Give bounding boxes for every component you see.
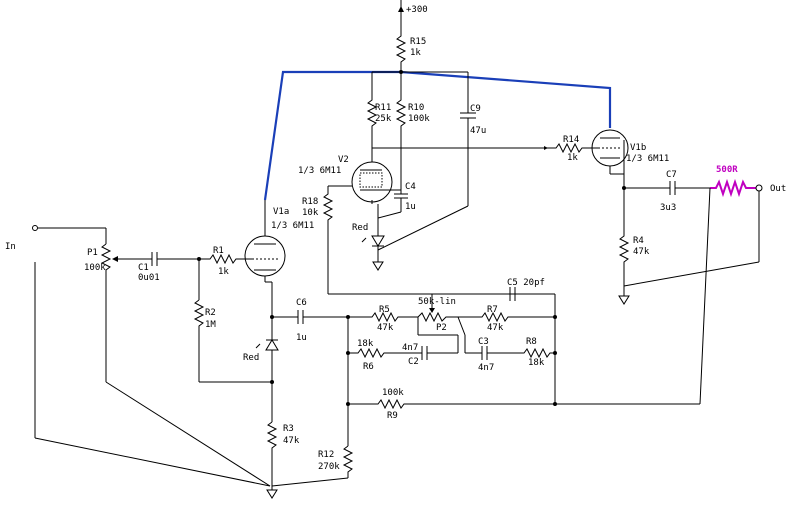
r12-resistor: R12 270k <box>271 445 354 487</box>
svg-text:R8: R8 <box>526 337 537 347</box>
svg-text:R12: R12 <box>318 450 334 460</box>
c4-capacitor: C4 1u <box>377 182 416 219</box>
c7-capacitor: C7 3u3 <box>624 170 710 213</box>
svg-text:R1: R1 <box>213 246 224 256</box>
svg-text:V2: V2 <box>338 155 349 165</box>
r15-resistor: R15 1k <box>395 32 426 72</box>
svg-text:C7: C7 <box>666 170 677 180</box>
p2-potentiometer: 50k-lin P2 <box>417 294 458 333</box>
p1-potentiometer: P1 100k <box>84 228 152 382</box>
svg-text:1M: 1M <box>205 320 216 330</box>
svg-text:47k: 47k <box>487 323 504 333</box>
r3-resistor: R3 47k <box>266 421 300 486</box>
svg-text:1u: 1u <box>296 333 307 343</box>
r9-resistor: 100k R9 <box>348 388 555 421</box>
r7-resistor: R7 47k <box>458 305 555 333</box>
svg-text:1k: 1k <box>218 267 229 277</box>
svg-text:18k: 18k <box>528 358 545 368</box>
out-terminal: Out <box>755 184 786 194</box>
r11-resistor: R11 25k <box>366 96 392 148</box>
r18-resistor: R18 10k <box>302 185 352 294</box>
output-resistor-500r: 500R <box>710 165 756 198</box>
svg-text:1k: 1k <box>567 153 578 163</box>
svg-text:500R: 500R <box>716 165 738 175</box>
c9-capacitor: C9 47u <box>460 96 486 206</box>
c5-capacitor: C5 20pf <box>507 278 545 301</box>
svg-text:P2: P2 <box>436 323 447 333</box>
svg-text:4n7: 4n7 <box>478 363 494 373</box>
v1a-tube: V1a 1/3 6M11 <box>244 200 314 283</box>
svg-text:V1b: V1b <box>630 143 646 153</box>
in-terminal: In <box>5 225 38 252</box>
svg-text:R5: R5 <box>379 305 390 315</box>
r5-resistor: R5 47k <box>348 305 418 333</box>
svg-text:C6: C6 <box>296 298 307 308</box>
svg-text:R18: R18 <box>302 197 318 207</box>
svg-text:C2: C2 <box>408 357 419 367</box>
svg-text:47k: 47k <box>633 247 650 257</box>
r1-resistor: R1 1k <box>204 246 248 277</box>
ground-main <box>266 486 278 499</box>
svg-text:C9: C9 <box>470 104 481 114</box>
svg-text:50k-lin: 50k-lin <box>418 297 456 307</box>
svg-text:R7: R7 <box>487 305 498 315</box>
svg-text:47k: 47k <box>283 436 300 446</box>
svg-text:R10: R10 <box>408 103 424 113</box>
r10-resistor: R10 100k <box>395 72 430 184</box>
svg-text:R4: R4 <box>633 236 644 246</box>
svg-text:C3: C3 <box>478 337 489 347</box>
svg-text:25k: 25k <box>375 114 392 124</box>
c2-capacitor: 4n7 C2 <box>402 343 458 367</box>
svg-text:100k: 100k <box>382 388 404 398</box>
c1-capacitor: C1 0u01 <box>138 252 204 283</box>
r2-resistor: R2 1M <box>193 259 272 383</box>
blue-plate-wires <box>263 70 612 201</box>
c3-capacitor: C3 4n7 <box>465 337 520 373</box>
svg-text:C1: C1 <box>138 263 149 273</box>
svg-text:R9: R9 <box>387 411 398 421</box>
svg-text:3u3: 3u3 <box>660 203 676 213</box>
led1-diode: Red <box>243 334 279 422</box>
svg-text:P1: P1 <box>87 248 98 258</box>
svg-text:Out: Out <box>770 184 786 194</box>
svg-text:R14: R14 <box>563 135 579 145</box>
svg-text:Red: Red <box>243 353 259 363</box>
svg-text:270k: 270k <box>318 462 340 472</box>
svg-text:1u: 1u <box>405 202 416 212</box>
svg-text:C4: C4 <box>405 182 416 192</box>
svg-text:1/3 6M11: 1/3 6M11 <box>298 166 341 176</box>
v2-tube: V2 1/3 6M11 <box>298 148 393 204</box>
svg-text:V1a: V1a <box>273 207 289 217</box>
svg-text:100k: 100k <box>84 263 106 273</box>
svg-text:R6: R6 <box>363 362 374 372</box>
svg-text:0u01: 0u01 <box>138 273 160 283</box>
r4-resistor: R4 47k <box>618 232 650 305</box>
svg-text:R3: R3 <box>283 424 294 434</box>
r14-resistor: R14 1k <box>548 135 590 163</box>
svg-text:1k: 1k <box>410 48 421 58</box>
r6-resistor: 18k R6 <box>348 339 422 372</box>
svg-text:In: In <box>5 242 16 252</box>
supply-label: +300 <box>406 5 428 15</box>
svg-text:R2: R2 <box>205 308 216 318</box>
svg-text:4n7: 4n7 <box>402 343 418 353</box>
r8-resistor: R8 18k <box>520 337 555 368</box>
svg-text:1/3 6M11: 1/3 6M11 <box>626 154 669 164</box>
supply-terminal: +300 <box>398 0 428 32</box>
svg-text:100k: 100k <box>408 114 430 124</box>
svg-text:R11: R11 <box>375 103 391 113</box>
svg-text:47u: 47u <box>470 126 486 136</box>
svg-text:R15: R15 <box>410 37 426 47</box>
c6-capacitor: C6 1u <box>296 298 348 343</box>
svg-text:1/3 6M11: 1/3 6M11 <box>271 221 314 231</box>
svg-text:Red: Red <box>352 223 368 233</box>
svg-text:C5 20pf: C5 20pf <box>507 278 545 288</box>
led2-diode: Red <box>352 204 385 271</box>
svg-text:10k: 10k <box>302 208 319 218</box>
svg-text:18k: 18k <box>357 339 374 349</box>
v1b-tube: V1b 1/3 6M11 <box>590 129 669 232</box>
svg-text:47k: 47k <box>377 323 394 333</box>
